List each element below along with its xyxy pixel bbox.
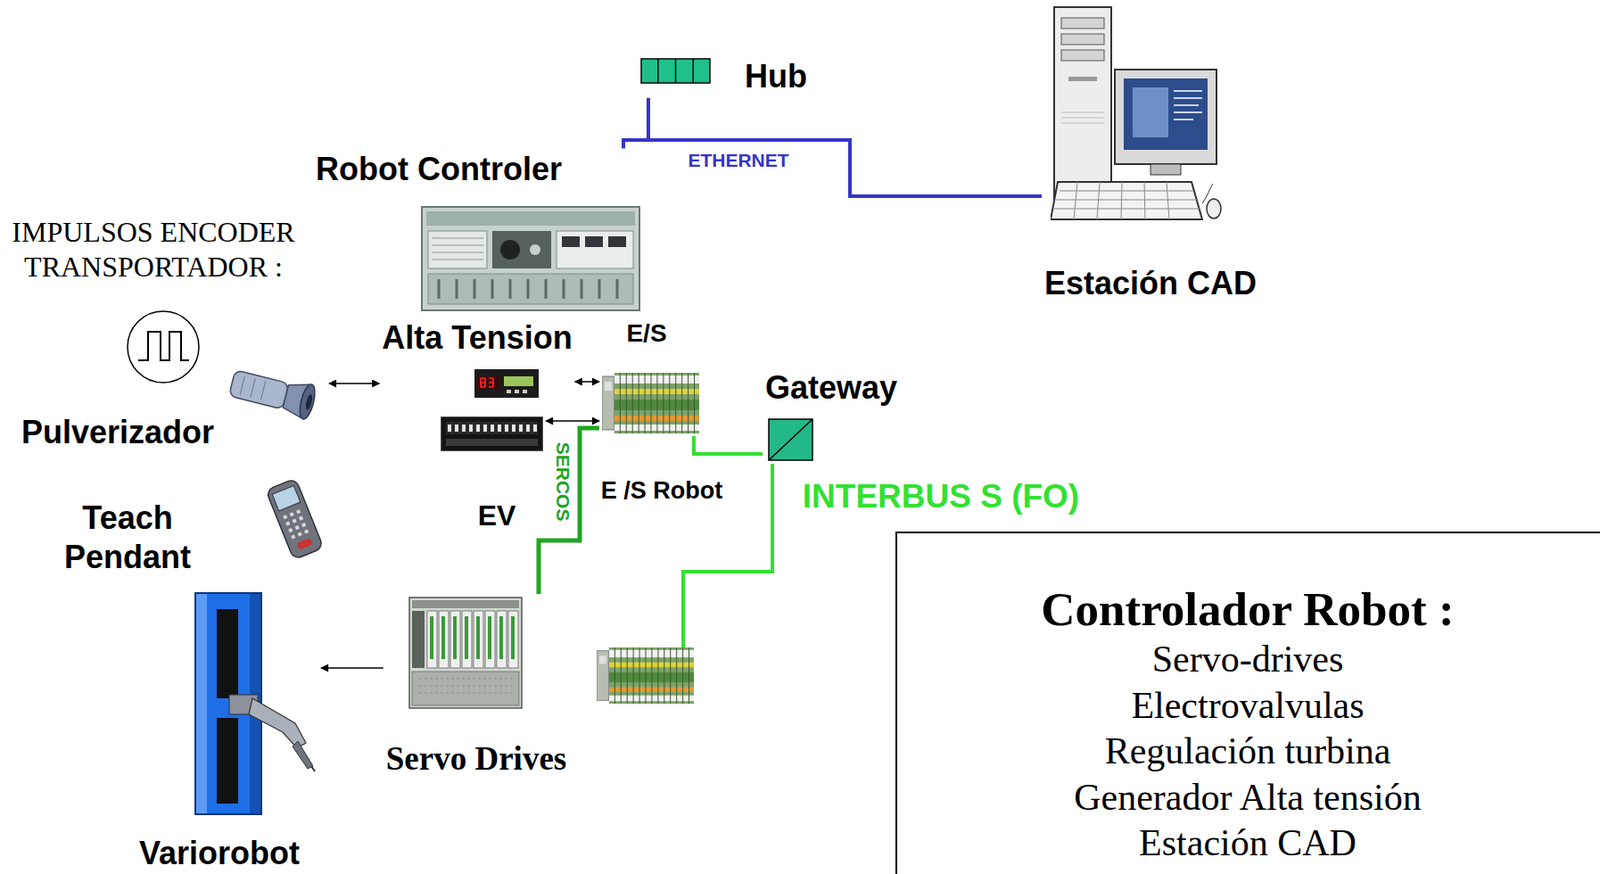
drive-arrow [321,667,384,669]
bus-label: SERCOS [552,442,574,522]
encoder-symbol [127,311,199,383]
high-voltage-generator-picture [474,369,539,398]
solenoid-valves: EV [437,413,546,535]
node-label: Pulverizador [21,413,215,451]
list-item: Generador Alta tensión [897,775,1599,822]
io-module-picture [602,372,700,434]
bus-label: E /S Robot [601,477,724,505]
cad-station: Estación CAD [1041,2,1260,306]
io-terminal-block [596,647,694,704]
teach-pendant-picture [260,476,329,561]
paint-sprayer: Pulverizador [18,354,330,454]
list-item: Electrovalvulas [897,683,1599,730]
list-item: Estación CAD [897,820,1599,867]
gateway-picture [768,419,813,461]
interbus-cable [693,436,763,454]
servo-drives-picture [408,596,523,710]
solenoid-valves-picture [441,417,544,452]
node-label: Hub [744,57,808,95]
gateway-picture [767,418,814,462]
ethernet-cable [623,140,1042,197]
servo-drives: Servo Drives [383,593,570,781]
signal-arrow [545,420,600,422]
teach-pendant: Teach Pendant [47,473,332,580]
paint-robot-picture [195,593,315,815]
node-label: Alta Tension [381,319,572,356]
robot-controller-picture [421,206,640,311]
network-hub: Hub [637,55,810,99]
cad-station-picture [1050,7,1221,220]
cad-station-picture [1050,5,1225,235]
bus-label: ETHERNET [687,149,789,172]
signal-arrow [575,380,600,383]
node-label: Variorobot [139,834,300,872]
robot-controller: Robot Controler [313,148,644,314]
servo-drives-picture [409,597,522,709]
note-text: IMPULSOS ENCODER TRANSPORTADOR : [1,214,306,285]
gateway: Gateway [762,366,900,464]
signal-arrow [329,382,380,385]
node-label: Teach Pendant [49,498,207,578]
node-label: Robot Controler [315,150,562,188]
network-hub-picture [640,57,711,84]
box-heading: Controlador Robot : [897,582,1599,637]
node-label: Servo Drives [386,740,567,779]
list-item: Regulación turbina [897,728,1599,776]
io-module-picture [602,372,700,434]
teach-pendant-picture [265,478,324,560]
paint-robot-picture [193,591,319,817]
paint-sprayer-picture [222,356,327,429]
network-hub-picture [641,58,710,83]
node-label: EV [478,499,517,533]
solenoid-valves-picture [440,416,544,452]
info-box: Controlador Robot :Servo-drivesElectrova… [895,531,1600,874]
node-label: Estación CAD [1044,264,1257,302]
sercos-cable [538,428,600,594]
io-module: E/S [599,316,702,437]
node-label: E/S [626,319,667,348]
paint-robot: Variorobot [136,588,322,874]
high-voltage-generator-picture [474,369,539,398]
high-voltage-generator: Alta Tension [379,316,575,401]
list-item: Servo-drives [897,636,1599,684]
node-label: Gateway [765,369,898,406]
robot-controller-picture [420,206,641,312]
bus-label: INTERBUS S (FO) [802,478,1080,517]
paint-sprayer-picture [227,365,318,421]
